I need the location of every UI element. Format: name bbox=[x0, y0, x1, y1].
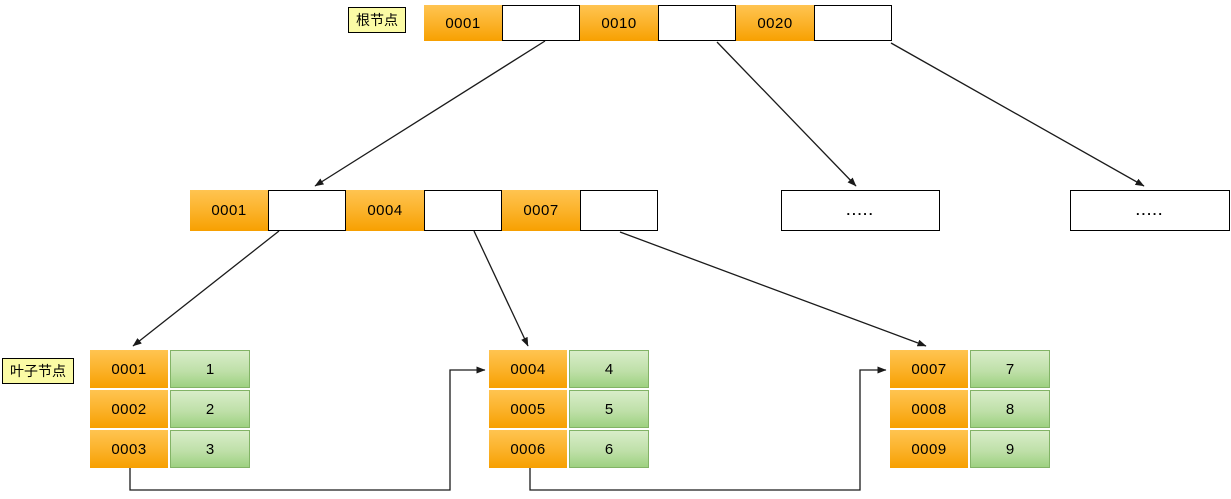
leaf-key-cell: 0003 bbox=[90, 430, 168, 468]
internal-pointer-cell bbox=[580, 190, 658, 231]
leaf-link-1-to-2 bbox=[129, 366, 486, 491]
arrow-internal-to-leaf-1 bbox=[132, 230, 280, 347]
root-key-cell: 0010 bbox=[580, 5, 658, 41]
leaf-node-3: 0007 7 0008 8 0009 9 bbox=[890, 350, 1050, 468]
arrow-root-to-internal-node bbox=[314, 40, 546, 187]
leaf-key-cell: 0007 bbox=[890, 350, 968, 388]
leaf-value-cell: 7 bbox=[970, 350, 1050, 388]
leaf-node-label: 叶子节点 bbox=[2, 358, 74, 384]
arrow-internal-to-leaf-2 bbox=[473, 230, 529, 347]
internal-pointer-cell bbox=[268, 190, 346, 231]
leaf-node-2: 0004 4 0005 5 0006 6 bbox=[489, 350, 649, 468]
arrow-root-to-collapsed-node-1 bbox=[716, 41, 857, 187]
root-pointer-cell bbox=[658, 5, 736, 41]
leaf-value-cell: 8 bbox=[970, 390, 1050, 428]
leaf-node-1: 0001 1 0002 2 0003 3 bbox=[90, 350, 250, 468]
leaf-value-cell: 1 bbox=[170, 350, 250, 388]
collapsed-node: ..... bbox=[781, 190, 940, 231]
leaf-value-cell: 2 bbox=[170, 390, 250, 428]
root-pointer-cell bbox=[814, 5, 892, 41]
internal-key-cell: 0001 bbox=[190, 190, 268, 231]
leaf-value-cell: 5 bbox=[569, 390, 649, 428]
leaf-link-2-to-3 bbox=[529, 366, 887, 491]
leaf-value-cell: 9 bbox=[970, 430, 1050, 468]
leaf-key-cell: 0008 bbox=[890, 390, 968, 428]
leaf-value-cell: 3 bbox=[170, 430, 250, 468]
leaf-key-cell: 0009 bbox=[890, 430, 968, 468]
leaf-key-cell: 0001 bbox=[90, 350, 168, 388]
internal-key-cell: 0004 bbox=[346, 190, 424, 231]
leaf-key-cell: 0002 bbox=[90, 390, 168, 428]
root-node: 0001 0010 0020 bbox=[424, 5, 892, 41]
internal-node: 0001 0004 0007 bbox=[190, 190, 658, 231]
arrow-root-to-collapsed-node-2 bbox=[890, 42, 1145, 187]
root-key-cell: 0020 bbox=[736, 5, 814, 41]
arrow-internal-to-leaf-3 bbox=[619, 231, 927, 347]
leaf-key-cell: 0006 bbox=[489, 430, 567, 468]
collapsed-node: ..... bbox=[1070, 190, 1230, 231]
internal-pointer-cell bbox=[424, 190, 502, 231]
leaf-key-cell: 0004 bbox=[489, 350, 567, 388]
internal-key-cell: 0007 bbox=[502, 190, 580, 231]
root-key-cell: 0001 bbox=[424, 5, 502, 41]
leaf-value-cell: 4 bbox=[569, 350, 649, 388]
root-pointer-cell bbox=[502, 5, 580, 41]
root-node-label: 根节点 bbox=[348, 7, 406, 33]
leaf-key-cell: 0005 bbox=[489, 390, 567, 428]
leaf-value-cell: 6 bbox=[569, 430, 649, 468]
